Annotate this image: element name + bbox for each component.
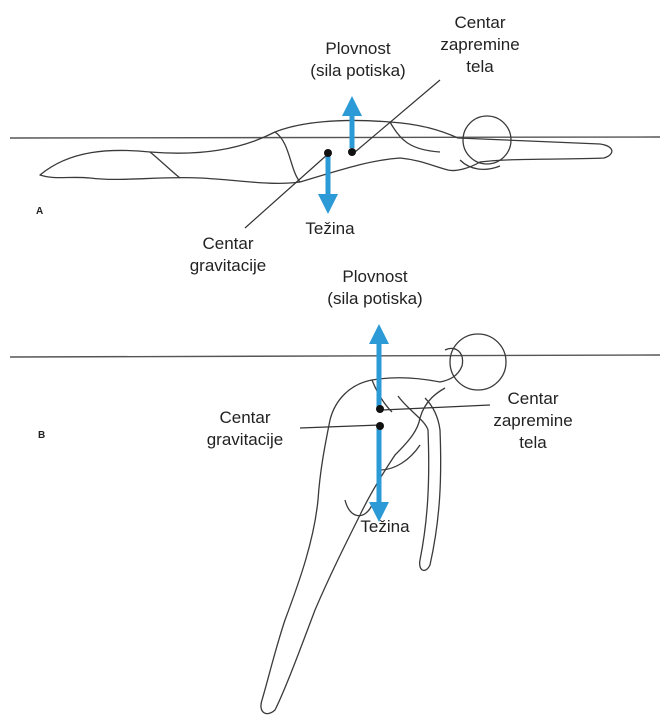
- center-volume-pointer-a: [355, 80, 440, 152]
- center-gravity-label-b: Centar gravitacije: [195, 407, 295, 451]
- center-volume-pointer-b: [382, 405, 490, 410]
- center-gravity-point-a: [324, 149, 332, 157]
- swimmer-b-head: [450, 334, 506, 390]
- panel-b-tag: B: [38, 430, 45, 441]
- panel-a-tag: A: [36, 206, 43, 217]
- buoyancy-label-a: Plovnost (sila potiska): [283, 38, 433, 82]
- center-volume-point-b: [376, 405, 384, 413]
- center-gravity-pointer-b: [300, 425, 380, 428]
- water-line-a: [10, 137, 660, 138]
- weight-label-a: Težina: [290, 218, 370, 240]
- center-volume-point-a: [348, 148, 356, 156]
- center-gravity-pointer-a: [245, 154, 328, 228]
- buoyancy-label-b: Plovnost (sila potiska): [300, 266, 450, 310]
- center-gravity-point-b: [376, 422, 384, 430]
- center-gravity-label-a: Centar gravitacije: [178, 233, 278, 277]
- water-line-b: [10, 355, 660, 357]
- weight-label-b: Težina: [345, 516, 425, 538]
- center-volume-label-b: Centar zapremine tela: [478, 388, 588, 454]
- center-volume-label-a: Centar zapremine tela: [425, 12, 535, 78]
